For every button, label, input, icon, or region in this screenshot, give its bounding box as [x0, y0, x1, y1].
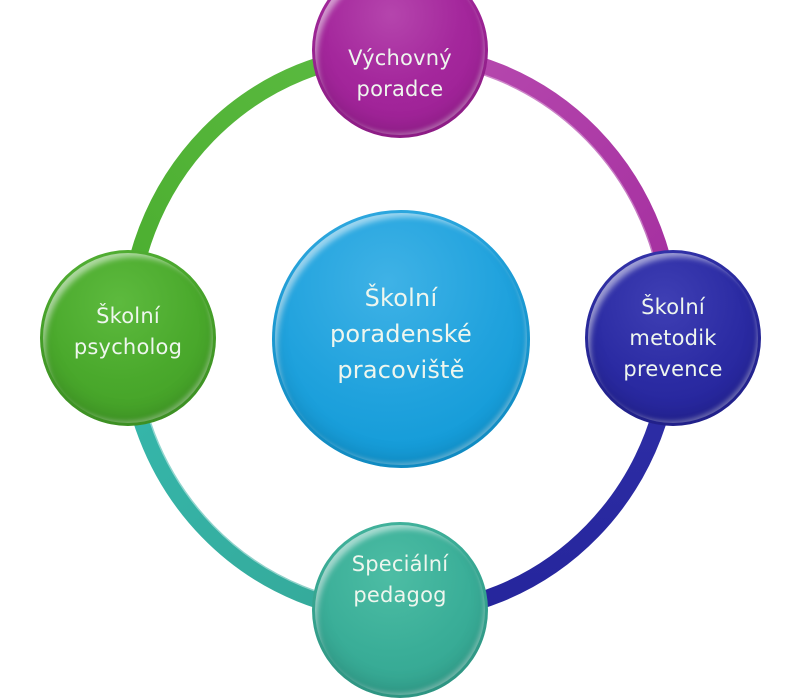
- node-vychovny-poradce: Výchovný poradce: [312, 0, 488, 138]
- node-label: Školní psycholog: [73, 304, 183, 359]
- node-specialni-pedagog: Speciální pedagog: [312, 522, 488, 698]
- diagram-canvas: Výchovný poradce Školní metodik prevence…: [40, 0, 761, 698]
- center-node-skolni-poradenske-pracoviste: Školní poradenské pracoviště: [272, 210, 530, 468]
- node-skolni-psycholog: Školní psycholog: [40, 250, 216, 426]
- node-label: Výchovný poradce: [348, 46, 452, 101]
- node-label: Školní metodik prevence: [623, 294, 723, 381]
- center-node-label: Školní poradenské pracoviště: [329, 284, 472, 384]
- node-label: Speciální pedagog: [351, 552, 449, 607]
- node-skolni-metodik-prevence: Školní metodik prevence: [585, 250, 761, 426]
